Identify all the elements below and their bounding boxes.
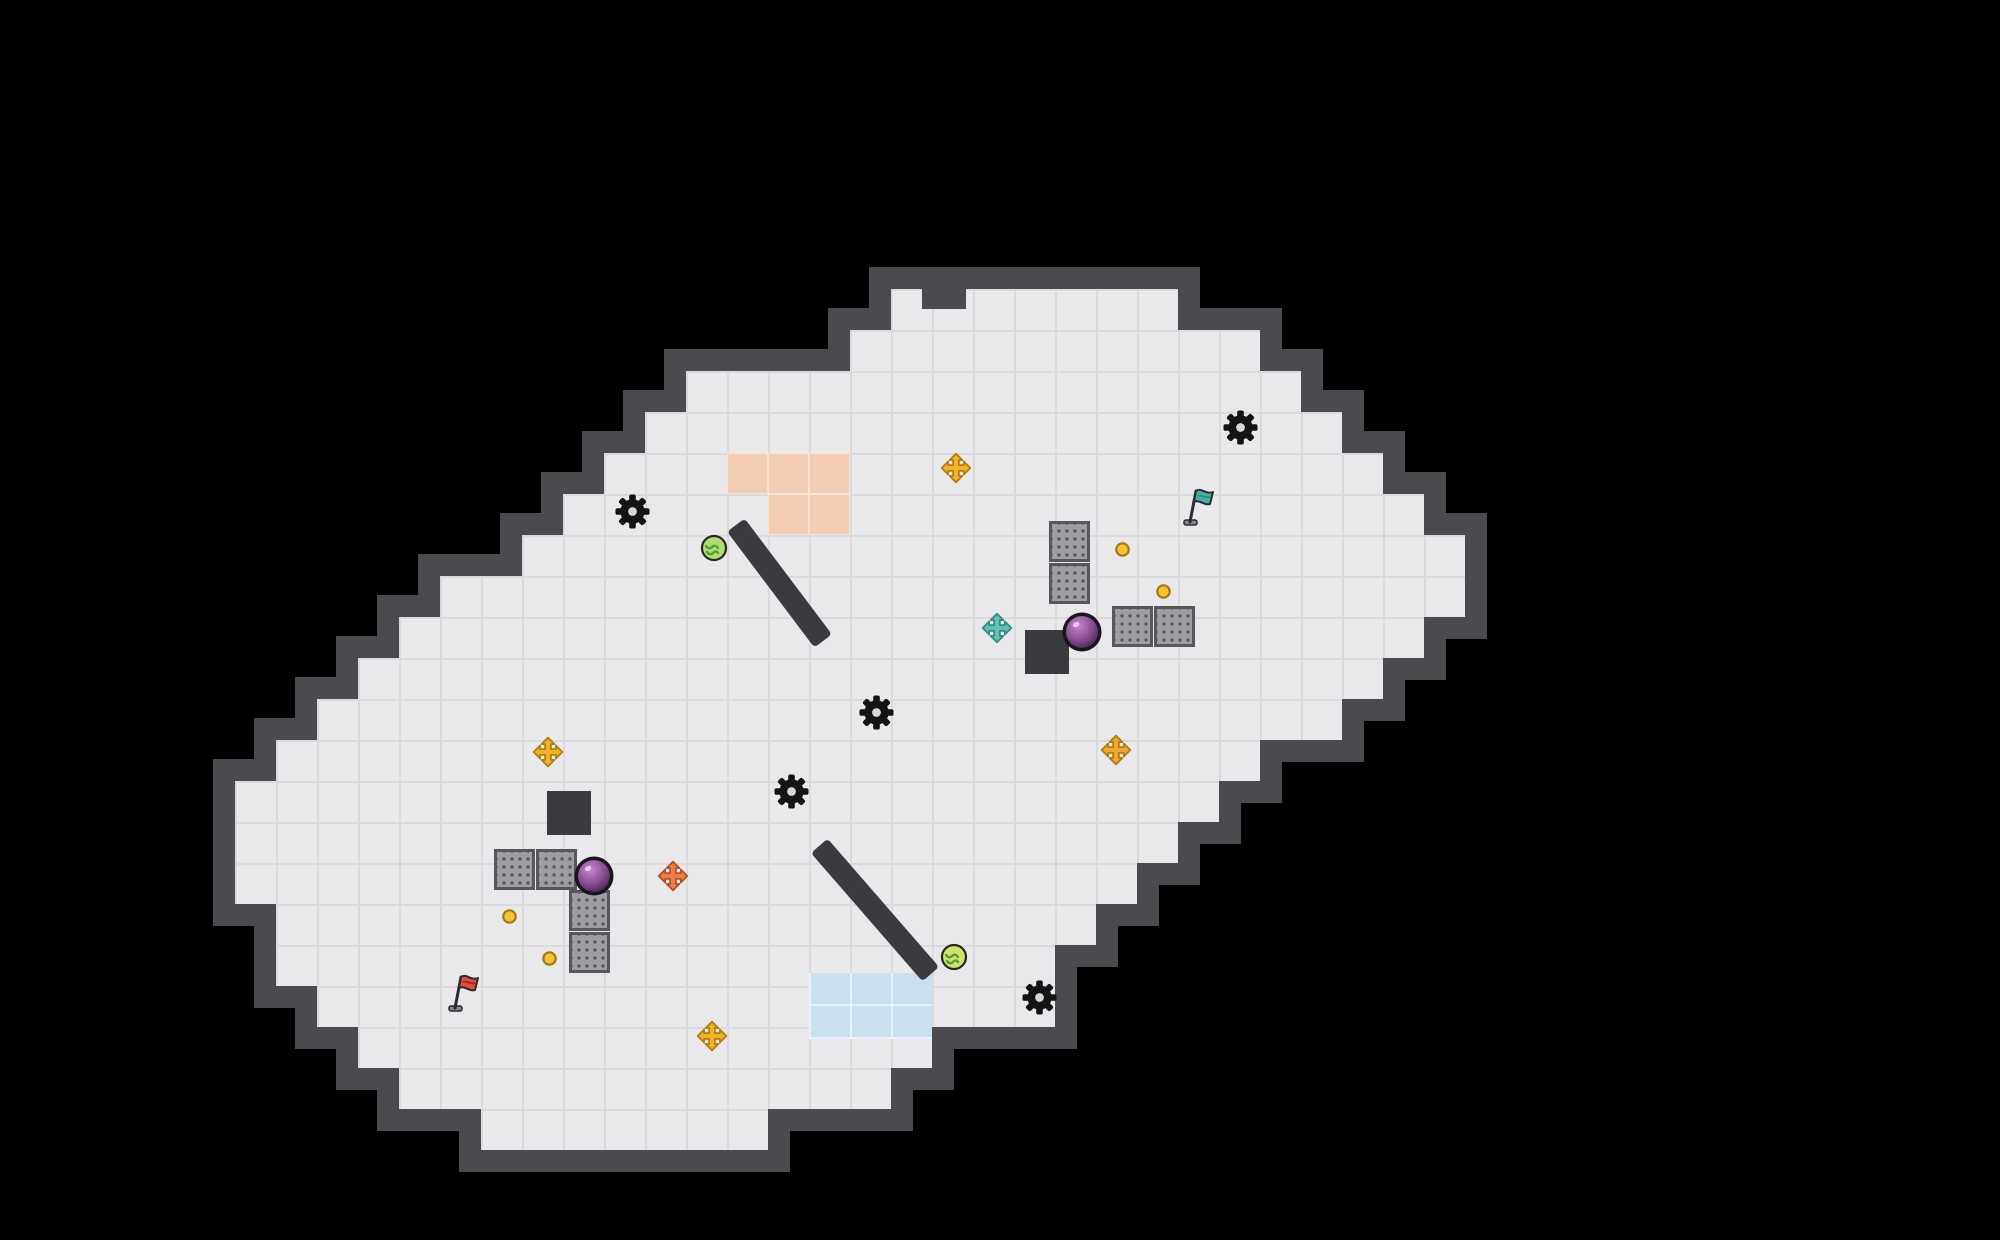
cross-pickup-icon	[695, 1019, 729, 1053]
crate-block	[569, 932, 610, 973]
floor-row	[440, 576, 1465, 617]
flag-marker	[1174, 483, 1220, 529]
crate-block	[1112, 606, 1153, 647]
floor-row	[235, 863, 1137, 904]
pit-hole	[1025, 630, 1069, 674]
wall-notch	[922, 289, 966, 309]
cross-pickup-icon	[531, 735, 565, 769]
floor-row	[604, 453, 1383, 494]
floor-row	[235, 822, 1178, 863]
saw-gear-icon	[1222, 409, 1258, 445]
floor-row	[358, 658, 1383, 699]
colored-tile-peach	[768, 453, 809, 494]
colored-tile-peach	[809, 453, 850, 494]
floor-row	[481, 1109, 768, 1150]
crate-block	[494, 849, 535, 890]
player-blob	[572, 854, 616, 898]
coin-icon	[1114, 541, 1131, 558]
floor-row	[235, 781, 1219, 822]
colored-tile-peach	[809, 494, 850, 535]
floor-row	[276, 904, 1096, 945]
saw-gear-icon	[773, 773, 809, 809]
cross-pickup-icon	[656, 859, 690, 893]
melon-pickup-icon	[699, 533, 729, 563]
saw-gear-icon	[614, 493, 650, 529]
colored-tile-blue-region	[809, 973, 932, 1039]
saw-gear-icon	[858, 694, 894, 730]
flag-marker	[439, 969, 485, 1015]
crate-block	[1049, 563, 1090, 604]
floor-row	[399, 1068, 891, 1109]
floor-row	[645, 412, 1342, 453]
floor-row	[276, 740, 1260, 781]
crate-block	[1154, 606, 1195, 647]
floor-row	[399, 617, 1424, 658]
coin-icon	[1155, 583, 1172, 600]
floor-row	[522, 535, 1465, 576]
coin-icon	[501, 908, 518, 925]
cross-pickup-icon	[980, 611, 1014, 645]
colored-tile-peach	[768, 494, 809, 535]
crate-block	[536, 849, 577, 890]
floor-row	[317, 699, 1342, 740]
saw-gear-icon	[1021, 979, 1057, 1015]
floor-row	[563, 494, 1424, 535]
coin-icon	[541, 950, 558, 967]
floor-row	[317, 986, 1055, 1027]
melon-pickup-icon	[939, 942, 969, 972]
crate-block	[1049, 521, 1090, 562]
pit-hole	[547, 791, 591, 835]
floor-row	[686, 371, 1301, 412]
player-blob	[1060, 610, 1104, 654]
cross-pickup-icon	[939, 451, 973, 485]
colored-tile-peach	[727, 453, 768, 494]
floor-row	[850, 330, 1260, 371]
cross-pickup-icon	[1099, 733, 1133, 767]
